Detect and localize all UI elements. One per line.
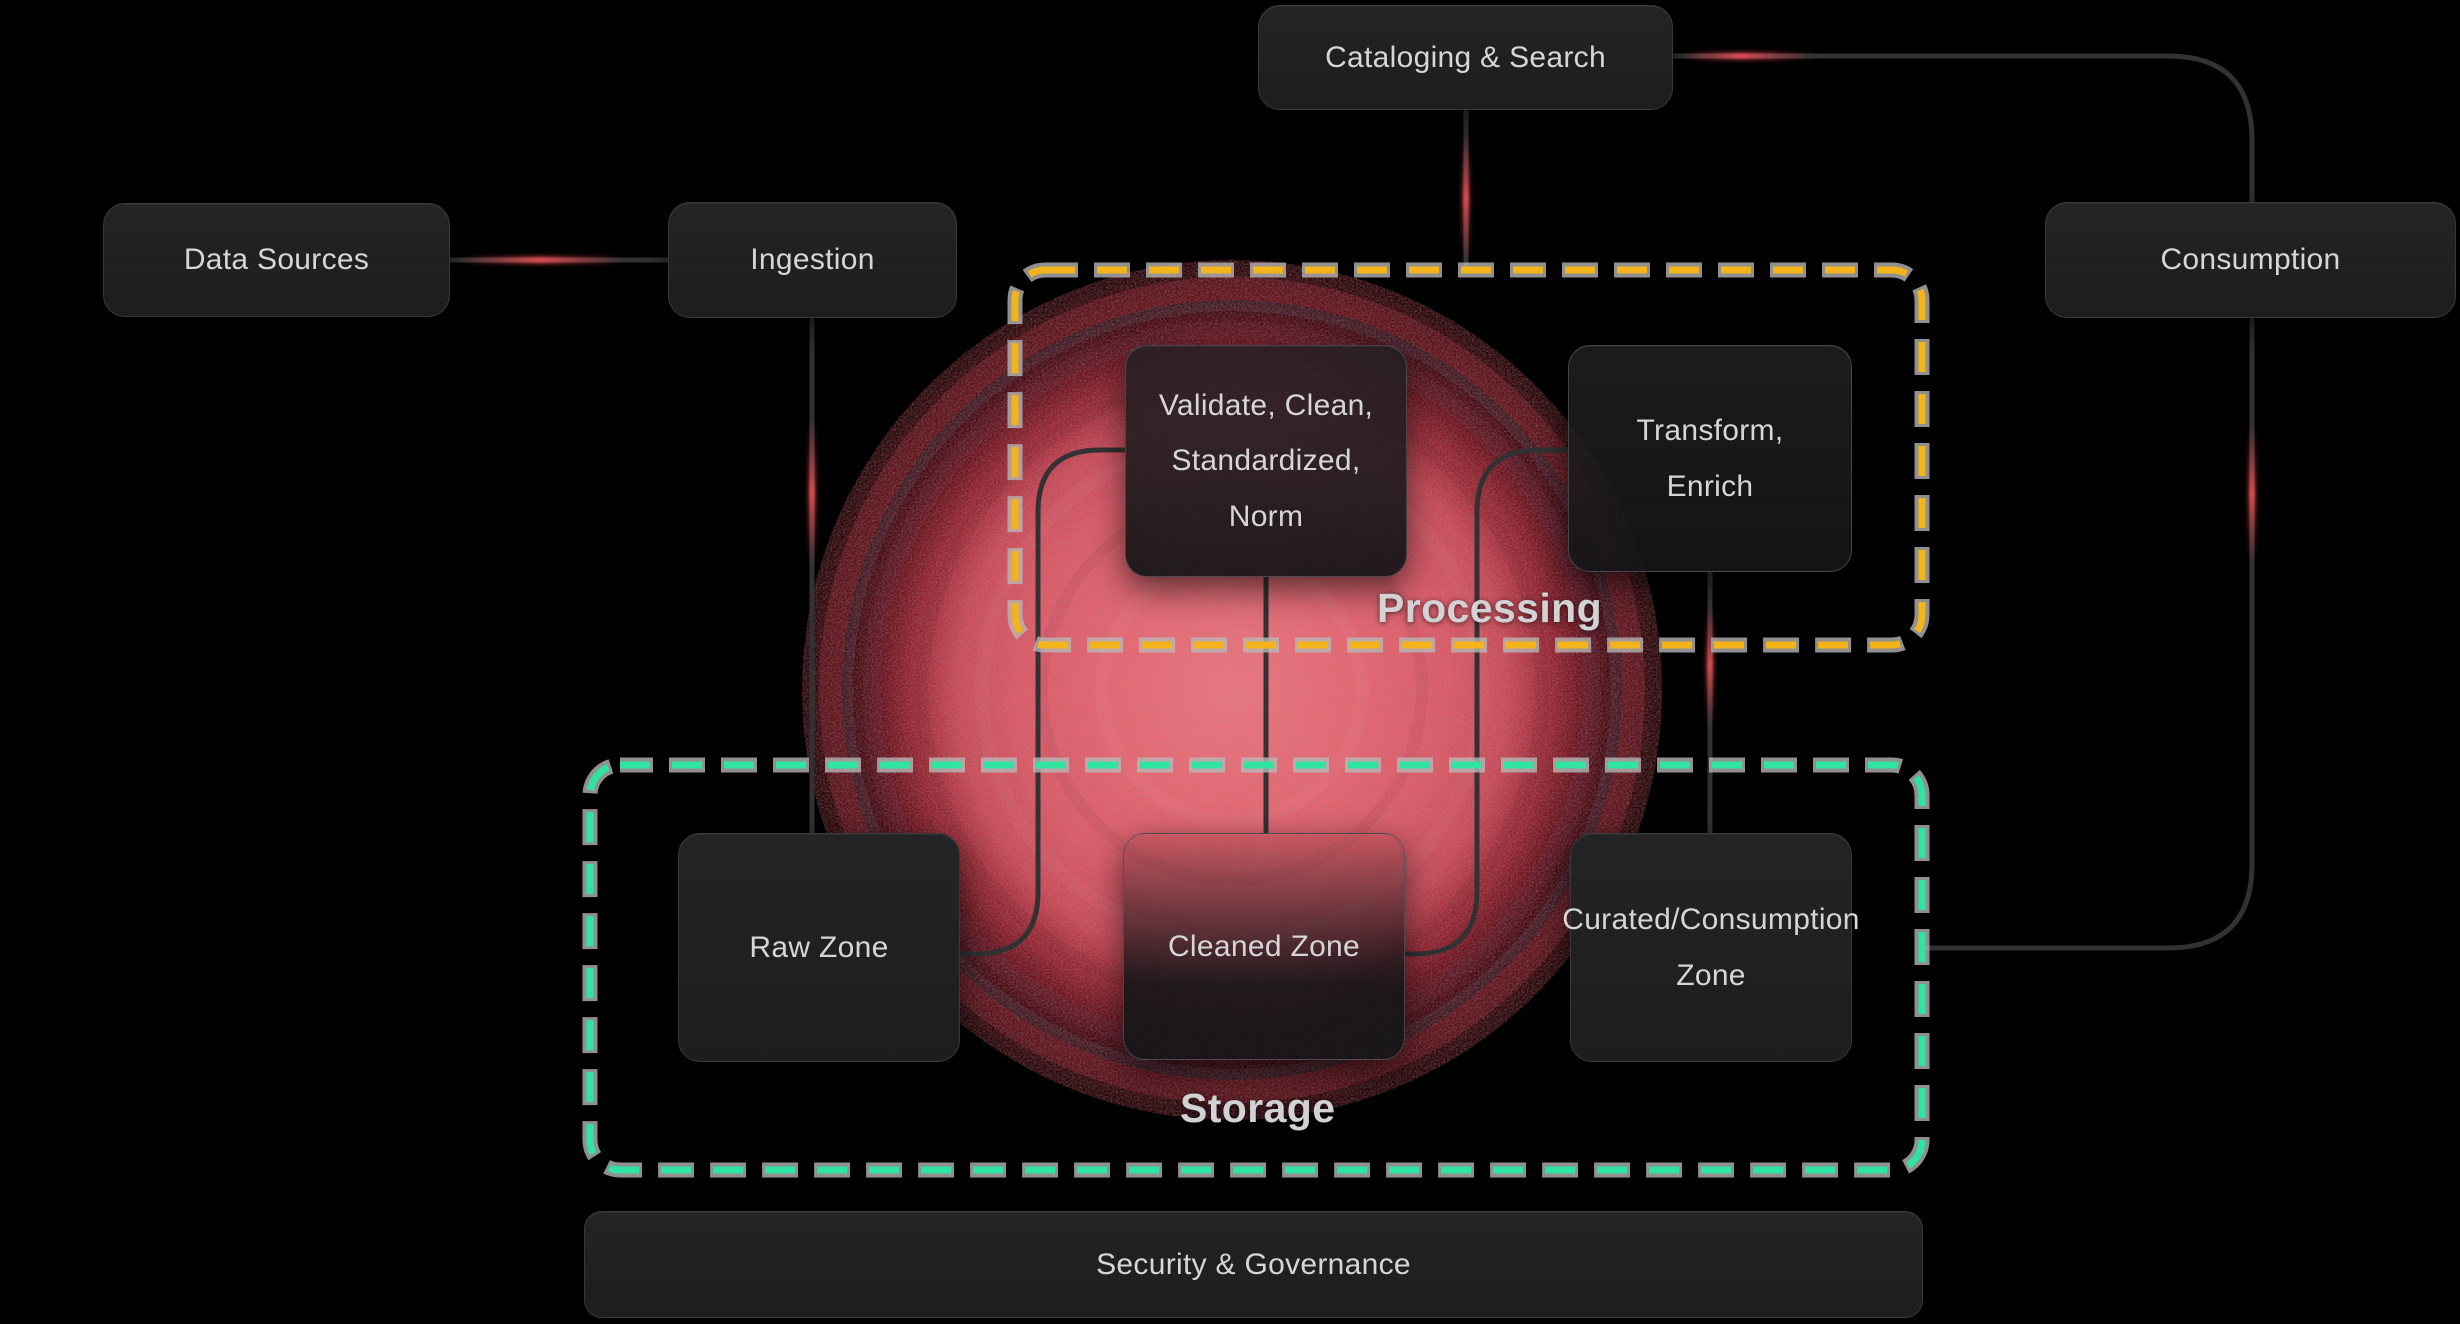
node-raw-zone-label: Raw Zone xyxy=(749,930,889,964)
node-cleaned-zone: Cleaned Zone xyxy=(1123,833,1405,1060)
processing-region-border xyxy=(1007,262,1930,653)
node-cataloging-search: Cataloging & Search xyxy=(1258,5,1673,110)
connector-rawzone-validate xyxy=(960,447,1125,957)
node-curated-consumption-zone: Curated/Consumption Zone xyxy=(1562,833,1859,1062)
node-transform-label: Transform, Enrich xyxy=(1636,414,1784,503)
node-consumption-label: Consumption xyxy=(2160,243,2341,277)
node-curated-zone-label: Curated/Consumption Zone xyxy=(1562,903,1860,992)
node-transform-enrich: Transform, Enrich xyxy=(1568,345,1852,572)
node-data-sources-label: Data Sources xyxy=(183,243,370,277)
node-validate-label: Validate, Clean, Standardized, Norm xyxy=(1158,388,1374,533)
node-cataloging-search-label: Cataloging & Search xyxy=(1325,40,1606,74)
node-validate-clean-standardized-norm: Validate, Clean, Standardized, Norm xyxy=(1125,345,1407,577)
storage-region-border xyxy=(582,757,1930,1178)
node-security-governance-label: Security & Governance xyxy=(1096,1247,1411,1281)
node-data-sources: Data Sources xyxy=(103,203,450,317)
node-cleaned-zone-label: Cleaned Zone xyxy=(1167,929,1361,963)
node-security-governance: Security & Governance xyxy=(584,1211,1923,1318)
connector-glows xyxy=(455,53,2255,725)
storage-region-label: Storage xyxy=(1180,1085,1336,1131)
node-ingestion: Ingestion xyxy=(668,202,957,318)
connector-consumption-storage xyxy=(1924,318,2255,951)
processing-region-label: Processing xyxy=(1377,585,1603,631)
connector-cleaned-transform xyxy=(1405,447,1568,957)
node-raw-zone: Raw Zone xyxy=(678,833,960,1062)
node-consumption: Consumption xyxy=(2045,202,2456,318)
connector-cataloging-consumption xyxy=(1673,53,2255,203)
node-ingestion-label: Ingestion xyxy=(750,243,875,277)
